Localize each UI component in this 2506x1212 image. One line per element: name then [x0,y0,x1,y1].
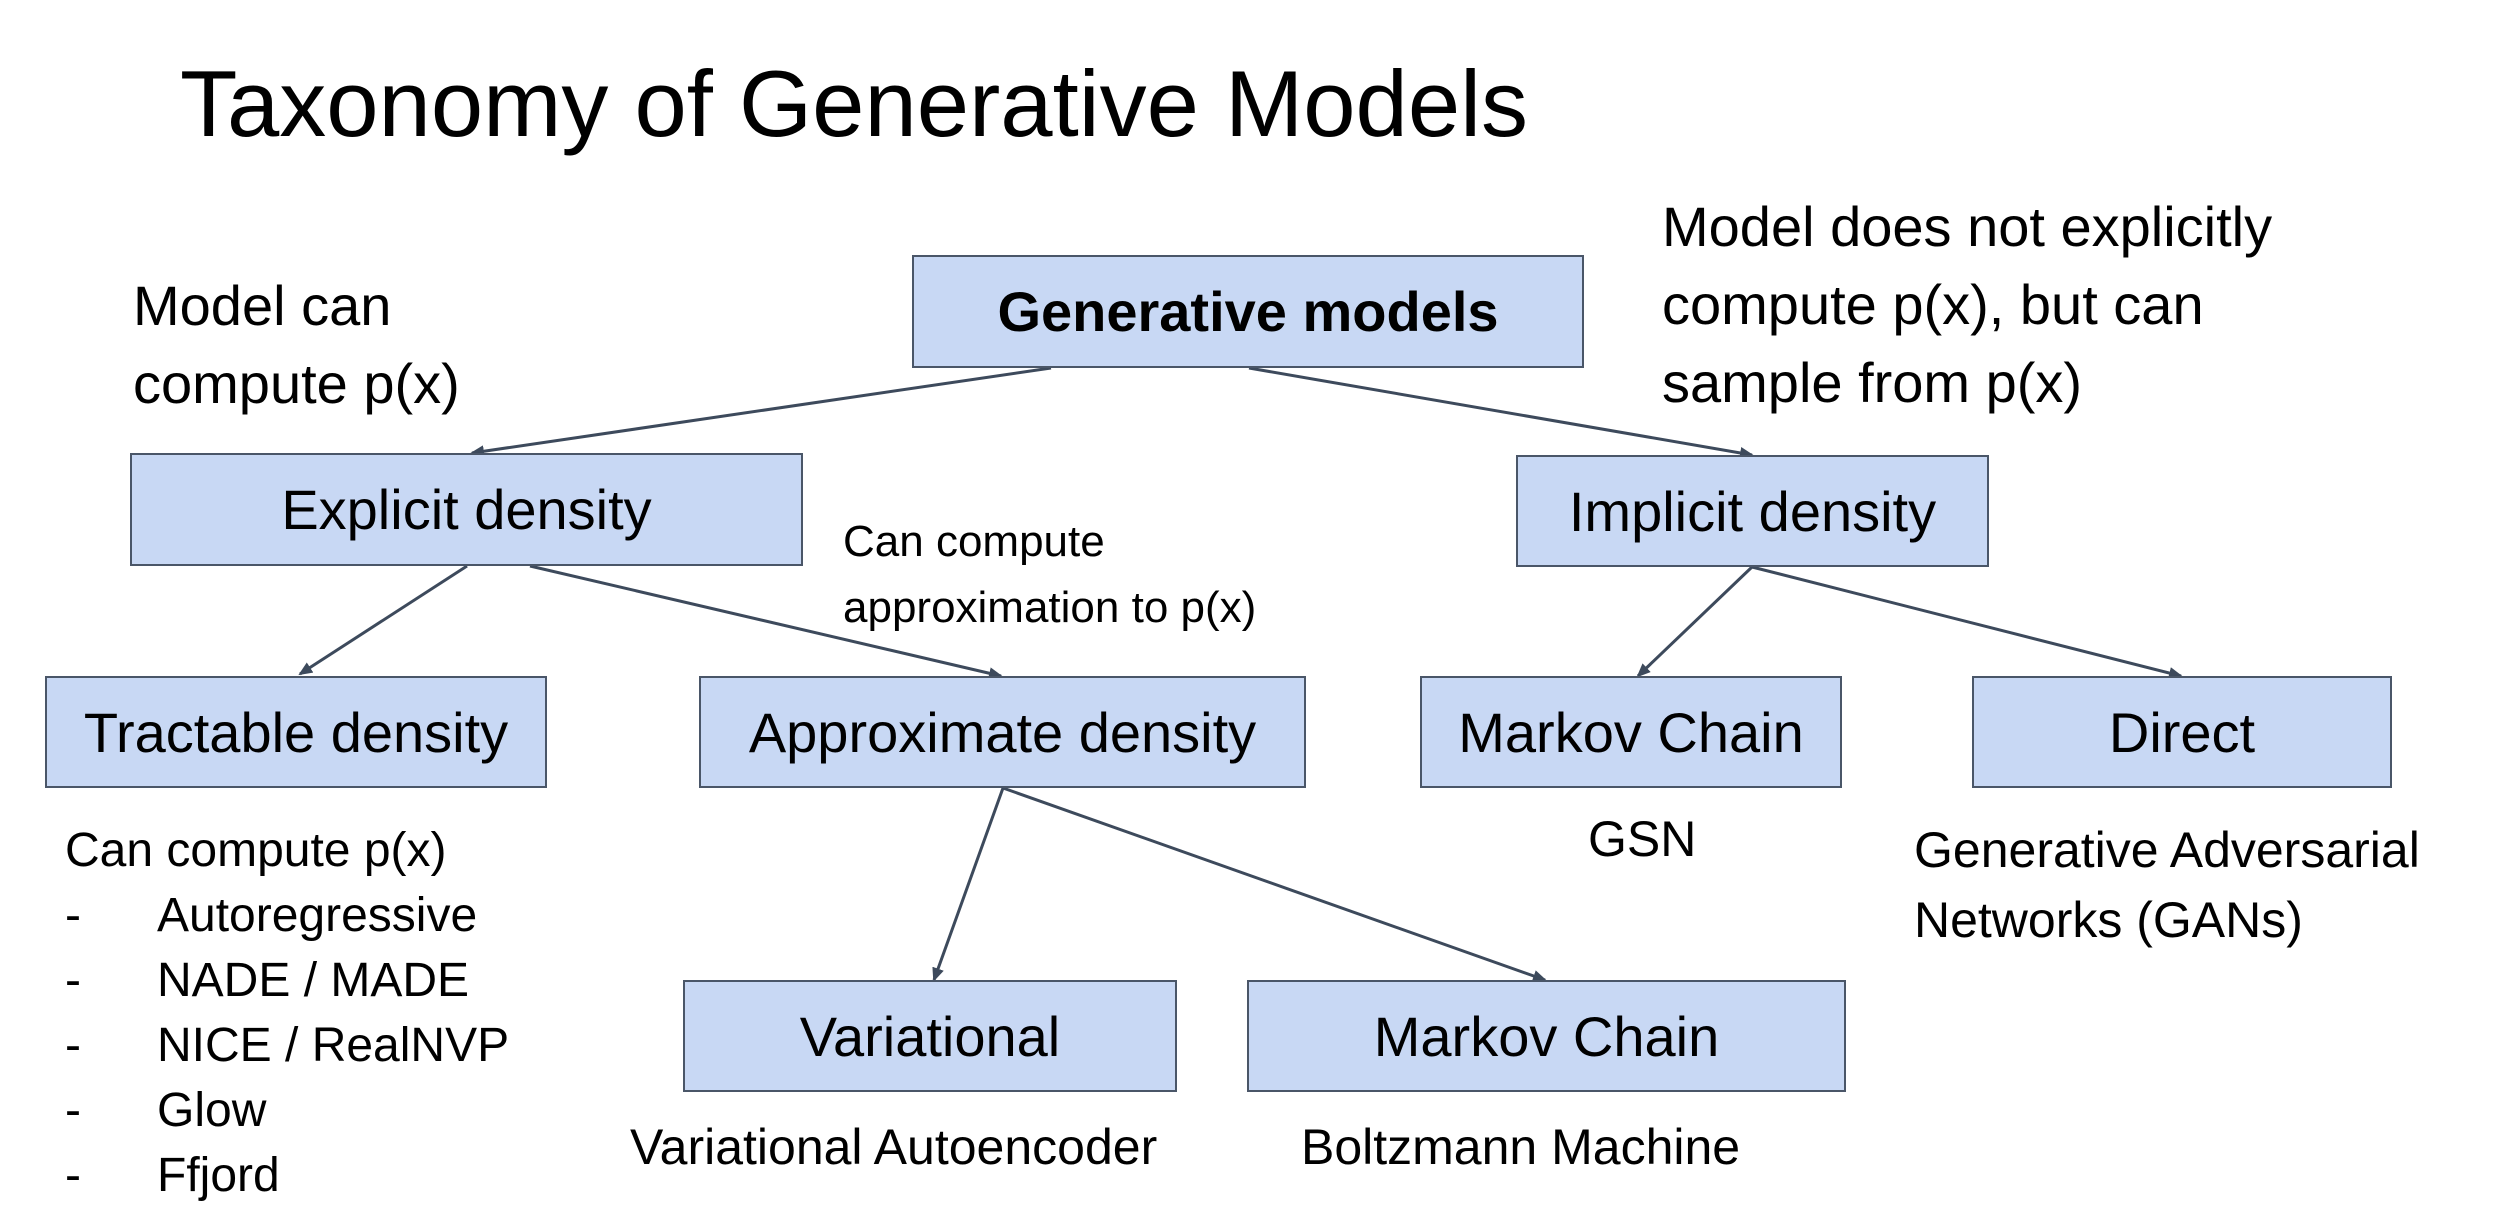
list-bullet: - [65,889,81,942]
list-item-label: Ffjord [157,1149,280,1202]
tractable-examples-list: Can compute p(x) - Autoregressive - NADE… [65,818,509,1208]
node-variational: Variational [683,980,1177,1092]
list-item-label: Autoregressive [157,889,478,942]
arrow-approximate-to-markov [1002,786,1547,982]
arrow-approximate-to-variational [932,787,1005,982]
list-bullet: - [65,1019,81,1072]
list-bullet: - [65,954,81,1007]
list-item: - NADE / MADE [65,948,509,1013]
note-approximate-line-1: Can compute [843,517,1105,566]
arrow-root-to-implicit [1248,366,1754,459]
note-implicit-line-2: compute p(x), but can [1662,273,2204,336]
note-implicit: Model does not explicitly compute p(x), … [1662,188,2272,422]
caption-vae: Variational Autoencoder [630,1119,1158,1175]
list-item: - Ffjord [65,1143,509,1208]
note-implicit-line-1: Model does not explicitly [1662,195,2273,258]
node-markov-chain-implicit: Markov Chain [1420,676,1842,788]
note-approximate-line-2: approximation to p(x) [843,583,1257,632]
node-implicit-density: Implicit density [1516,455,1989,567]
note-explicit-line-2: compute p(x) [133,352,460,415]
caption-gan-line-2: Networks (GANs) [1914,892,2303,948]
node-explicit-density: Explicit density [130,453,803,566]
node-tractable-density: Tractable density [45,676,547,788]
note-approximate: Can compute approximation to p(x) [843,509,1256,641]
node-approximate-density: Approximate density [699,676,1306,788]
list-bullet: - [65,1149,81,1202]
note-explicit-line-1: Model can [133,274,392,337]
node-generative-models: Generative models [912,255,1584,368]
caption-gan-line-1: Generative Adversarial [1914,822,2420,878]
arrow-implicit-to-direct [1751,565,2183,679]
arrow-explicit-to-tractable [298,564,468,676]
list-item-label: Glow [157,1084,267,1137]
arrow-implicit-to-markov [1636,565,1754,678]
arrow-root-to-explicit [470,366,1052,458]
list-item: - Glow [65,1078,509,1143]
list-item: - Autoregressive [65,883,509,948]
node-direct: Direct [1972,676,2392,788]
caption-gan: Generative Adversarial Networks (GANs) [1914,815,2420,955]
arrow-explicit-to-approximate [529,564,1003,680]
list-item: - NICE / RealNVP [65,1013,509,1078]
list-item-label: NICE / RealNVP [157,1019,510,1072]
caption-gsn: GSN [1588,811,1697,867]
note-explicit: Model can compute p(x) [133,267,460,423]
note-implicit-line-3: sample from p(x) [1662,351,2083,414]
caption-boltzmann: Boltzmann Machine [1301,1119,1741,1175]
page-title: Taxonomy of Generative Models [180,51,1528,156]
list-bullet: - [65,1084,81,1137]
list-item-label: NADE / MADE [157,954,470,1007]
list-heading: Can compute p(x) [65,824,447,877]
node-markov-chain-approx: Markov Chain [1247,980,1846,1092]
